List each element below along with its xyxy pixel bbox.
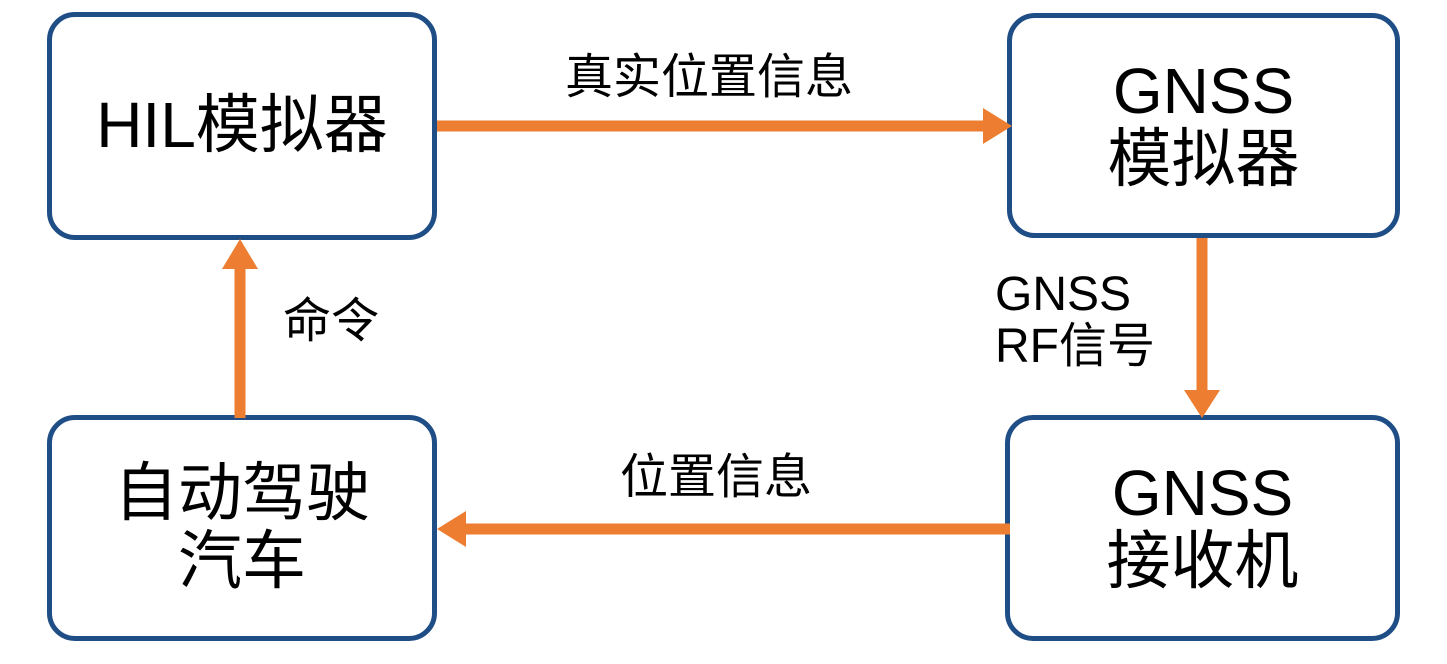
node-hil-simulator-label: HIL模拟器 <box>96 89 388 162</box>
arrow-gnss-rf-icon <box>1184 238 1220 418</box>
node-gnss-simulator[interactable]: GNSS 模拟器 <box>1007 13 1400 238</box>
edge-label-command: 命令 <box>283 295 380 348</box>
edge-label-gnss-rf: GNSS RF信号 <box>995 268 1155 373</box>
node-gnss-receiver[interactable]: GNSS 接收机 <box>1005 415 1400 641</box>
node-gnss-receiver-label: GNSS 接收机 <box>1106 457 1299 597</box>
arrow-command-icon <box>222 239 258 418</box>
node-autonomous-vehicle[interactable]: 自动驾驶 汽车 <box>47 415 437 641</box>
node-gnss-simulator-label: GNSS 模拟器 <box>1107 54 1300 195</box>
arrow-position-info-icon <box>437 511 1010 547</box>
node-autonomous-vehicle-label: 自动驾驶 汽车 <box>114 457 370 597</box>
node-hil-simulator[interactable]: HIL模拟器 <box>47 12 437 240</box>
arrow-true-position-icon <box>437 108 1012 144</box>
edge-label-true-position: 真实位置信息 <box>565 51 854 104</box>
edge-label-position-info: 位置信息 <box>620 451 813 504</box>
